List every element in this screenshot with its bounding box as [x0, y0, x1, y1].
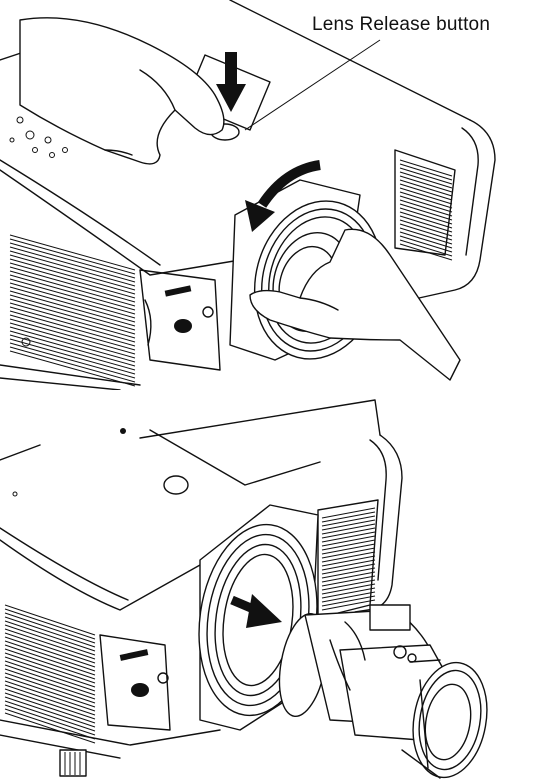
adjustable-foot — [60, 750, 86, 776]
vent-slat — [400, 220, 452, 236]
lens-release-callout: Lens Release button — [312, 14, 490, 36]
vent-slat — [400, 212, 452, 228]
vent-slat — [400, 200, 452, 216]
vent-slat — [5, 665, 95, 695]
vent-slat — [5, 661, 95, 691]
vent-slat — [400, 172, 452, 188]
vent-slat — [400, 188, 452, 204]
vent-slat — [5, 625, 95, 655]
vent-slat — [5, 637, 95, 667]
vent-slat — [400, 224, 452, 240]
side-vent-right — [395, 150, 455, 260]
vent-slat — [400, 184, 452, 200]
front-vent-left — [10, 235, 135, 386]
step1-illustration — [0, 0, 540, 390]
vent-slat — [400, 196, 452, 212]
step2-illustration — [0, 390, 540, 783]
vent-slat — [400, 160, 452, 176]
vent-slat — [5, 677, 95, 707]
vent-slat — [5, 613, 95, 643]
vent-slat — [5, 685, 95, 715]
vent-slat — [5, 669, 95, 699]
vent-slat — [5, 697, 95, 727]
vent-slat — [400, 244, 452, 260]
vent-slat — [5, 705, 95, 735]
vent-slat — [400, 228, 452, 244]
vent-slat — [5, 609, 95, 639]
vent-slat — [400, 192, 452, 208]
vent-slat — [5, 653, 95, 683]
vent-slat — [5, 649, 95, 679]
vent-slat — [400, 216, 452, 232]
vent-slat — [400, 232, 452, 248]
vent-slat — [5, 701, 95, 731]
vent-slat — [5, 633, 95, 663]
vent-slat — [5, 617, 95, 647]
vent-slat — [400, 176, 452, 192]
lens-unit-removed — [272, 605, 495, 783]
vent-slat — [5, 693, 95, 723]
vent-slat — [400, 168, 452, 184]
vent-slat — [5, 673, 95, 703]
vent-slat — [5, 657, 95, 687]
vent-slat — [5, 689, 95, 719]
vent-slat — [400, 240, 452, 256]
vent-slat — [5, 621, 95, 651]
vent-slat — [5, 641, 95, 671]
vent-slat — [5, 645, 95, 675]
vent-slat — [400, 204, 452, 220]
vent-slat — [5, 629, 95, 659]
vent-slat — [400, 208, 452, 224]
vent-slat — [5, 681, 95, 711]
vent-slat — [400, 180, 452, 196]
vent-slat — [5, 605, 95, 635]
